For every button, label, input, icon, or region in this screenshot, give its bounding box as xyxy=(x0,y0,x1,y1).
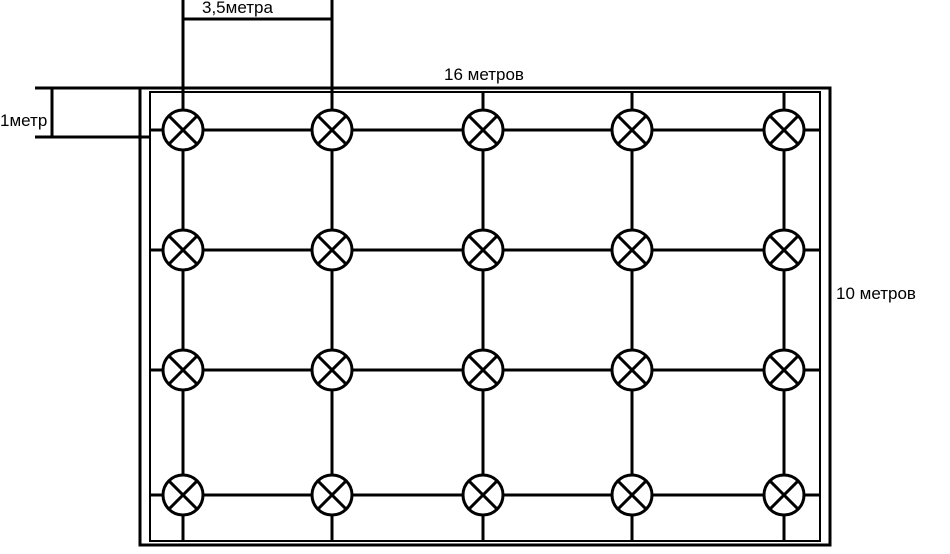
lamp-icon xyxy=(161,228,205,272)
lamp-icon xyxy=(610,473,654,517)
lamp-icon xyxy=(610,228,654,272)
room-outline xyxy=(138,86,832,547)
width-label: 16 метров xyxy=(444,65,524,84)
room-outline-inner xyxy=(149,91,821,542)
spacing-label: 3,5метра xyxy=(202,0,273,17)
room-outline-outer xyxy=(138,86,832,547)
lamp-icon xyxy=(762,228,806,272)
lamp-icon xyxy=(610,108,654,152)
lamp-icon xyxy=(161,348,205,392)
lamp-icon xyxy=(161,108,205,152)
lamp-grid xyxy=(161,108,806,517)
lamp-icon xyxy=(610,348,654,392)
lamp-icon xyxy=(461,348,505,392)
lamp-icon xyxy=(461,473,505,517)
lamp-icon xyxy=(310,228,354,272)
lamp-icon xyxy=(461,108,505,152)
lamp-icon xyxy=(461,228,505,272)
lamp-icon xyxy=(310,108,354,152)
lamp-icon xyxy=(762,348,806,392)
lamp-icon xyxy=(310,473,354,517)
lamp-icon xyxy=(762,473,806,517)
offset-dimension xyxy=(35,86,150,139)
lamp-icon xyxy=(161,473,205,517)
height-label: 10 метров xyxy=(836,284,916,303)
offset-label: 1метр xyxy=(0,111,47,130)
lamp-icon xyxy=(762,108,806,152)
lamp-icon xyxy=(310,348,354,392)
spacing-dimension xyxy=(181,0,334,92)
